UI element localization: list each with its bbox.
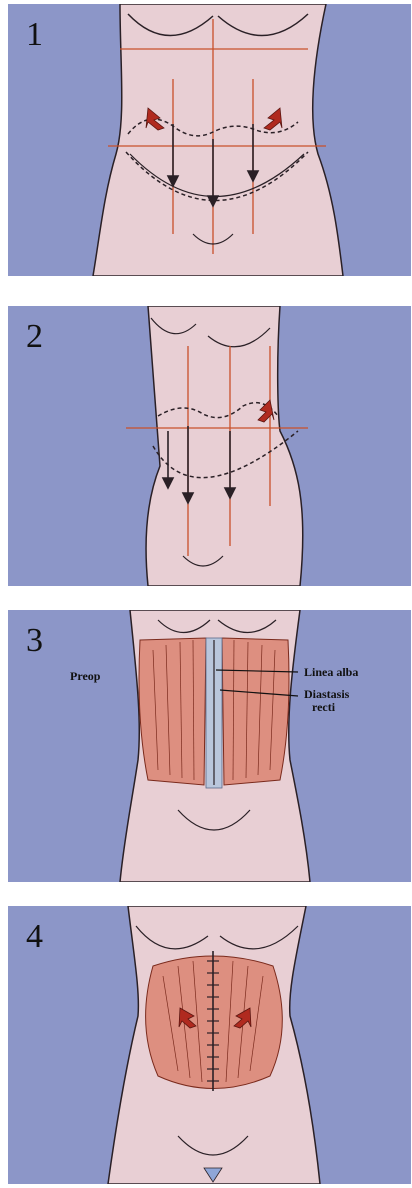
label-linea-alba: Linea alba <box>304 666 358 679</box>
panel-number-3: 3 <box>26 622 43 660</box>
panel-number-4: 4 <box>26 918 43 956</box>
panel-3-illustration <box>8 610 411 882</box>
panel-number-1: 1 <box>26 16 43 54</box>
panel-number-2: 2 <box>26 318 43 356</box>
figure-panel-2: 2 <box>8 306 411 586</box>
figure-panel-1: 1 <box>8 4 411 276</box>
rectus-muscle-left <box>139 638 206 785</box>
figure-panel-3: 3 Preop Linea alba Diastasis recti <box>8 610 411 882</box>
label-preop: Preop <box>70 670 100 683</box>
panel-1-illustration <box>8 4 411 276</box>
panel-4-illustration <box>8 906 411 1184</box>
label-diastasis-line2: recti <box>312 701 335 714</box>
panel-2-illustration <box>8 306 411 586</box>
rectus-muscle-right <box>222 638 289 785</box>
torso-outline <box>93 4 343 276</box>
figure-panel-4: 4 <box>8 906 411 1184</box>
